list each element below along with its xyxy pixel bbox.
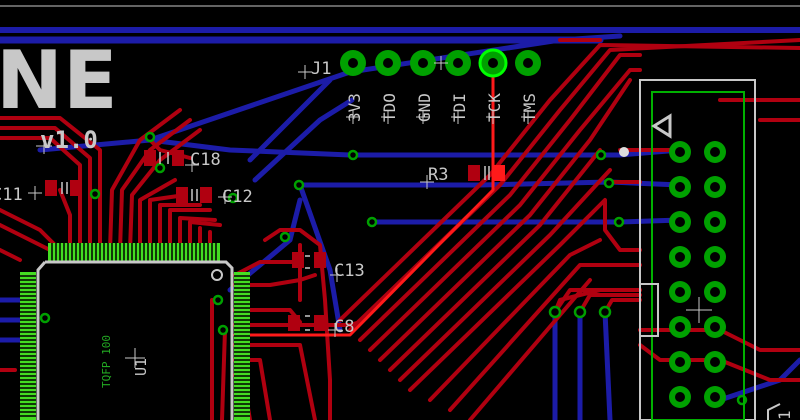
c8-label: C8 bbox=[334, 317, 354, 337]
j1-drills bbox=[348, 58, 533, 68]
j1-pin-tdo: TDO bbox=[380, 93, 399, 122]
ic-right-pins bbox=[234, 272, 250, 420]
ic-outline bbox=[36, 260, 234, 420]
ic-top-pins bbox=[48, 243, 220, 261]
connector-outline bbox=[639, 79, 756, 420]
connector-key-notch bbox=[640, 283, 659, 337]
c13-label: C13 bbox=[334, 261, 365, 281]
smd-components[interactable] bbox=[45, 150, 505, 331]
c11-label: C11 bbox=[0, 185, 23, 205]
box-connector[interactable]: 1 bbox=[639, 79, 794, 420]
board-title-fragment: NE bbox=[0, 34, 118, 127]
board-version: v1.0 bbox=[40, 126, 98, 154]
j1-pin-crosses bbox=[346, 56, 535, 124]
c12-label: C12 bbox=[222, 187, 253, 207]
connector-pads bbox=[669, 141, 726, 408]
j1-pin-tck: TCK bbox=[485, 93, 504, 122]
ic-right-pin-gaps bbox=[234, 275, 250, 417]
ic-ref-label: U1 bbox=[132, 358, 150, 376]
c18-label: C18 bbox=[190, 150, 221, 170]
fiducial bbox=[619, 147, 629, 157]
ic-left-pins bbox=[20, 272, 36, 420]
ic-package-label: TQFP 100 bbox=[100, 335, 113, 388]
connector-keepout bbox=[651, 91, 745, 420]
ic-u1[interactable]: TQFP 100 U1 bbox=[20, 243, 250, 420]
j1-pin-gnd: GND bbox=[415, 93, 434, 122]
ic-top-pin-gaps bbox=[51, 243, 217, 261]
edge-ref-label: 1 bbox=[775, 410, 794, 420]
pin1-arrow-icon bbox=[651, 113, 672, 139]
j1-pin-tms: TMS bbox=[520, 93, 539, 122]
connector-drills bbox=[675, 147, 720, 402]
r3-label: R3 bbox=[428, 165, 448, 185]
vias bbox=[39, 131, 748, 406]
header-j1[interactable]: J1 3V3 TDO GND TDI TCK TMS bbox=[298, 48, 541, 124]
j1-pin-tdi: TDI bbox=[450, 93, 469, 122]
j1-tck-highlight bbox=[478, 48, 508, 78]
j1-ref-label: J1 bbox=[311, 59, 331, 79]
j1-pin-3v3: 3V3 bbox=[345, 93, 364, 122]
ic-left-pin-gaps bbox=[20, 275, 36, 417]
ic-pin1-marker bbox=[211, 269, 223, 281]
